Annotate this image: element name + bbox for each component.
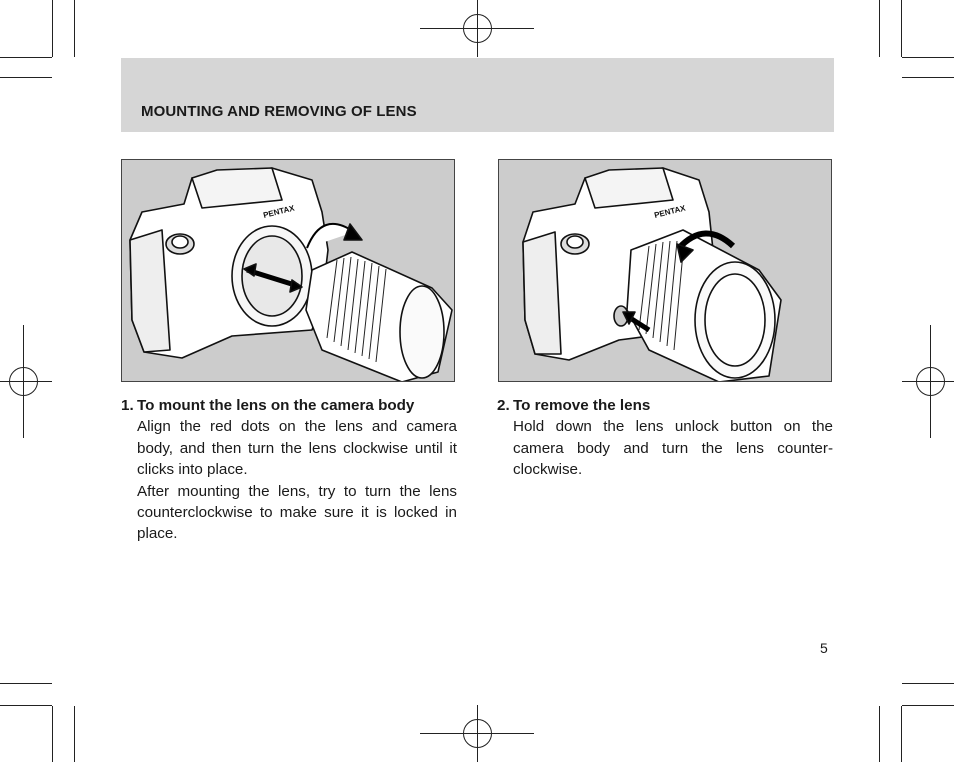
section-header-band: MOUNTING AND REMOVING OF LENS (121, 58, 834, 132)
step-heading: 1. To mount the lens on the camera body (121, 395, 457, 416)
step-body: Align the red dots on the lens and camer… (121, 416, 457, 544)
figure-remove-lens: PENTAX (498, 159, 832, 382)
step-mount-lens: 1. To mount the lens on the camera body … (121, 395, 457, 545)
figure-mount-lens: PENTAX (121, 159, 455, 382)
step-heading: 2. To remove the lens (497, 395, 833, 416)
page-number: 5 (820, 640, 828, 656)
step-number: 2. (497, 397, 510, 414)
camera-remove-illustration: PENTAX (522, 167, 782, 381)
step-paragraph: Hold down the lens unlock button on the … (513, 418, 833, 479)
step-body: Hold down the lens unlock button on the … (497, 416, 833, 480)
step-remove-lens: 2. To remove the lens Hold down the lens… (497, 395, 833, 481)
step-number: 1. (121, 397, 134, 414)
step-title: To mount the lens on the camera body (137, 397, 415, 414)
camera-mount-illustration: PENTAX (129, 167, 453, 381)
step-title: To remove the lens (513, 397, 651, 414)
step-paragraph: After mounting the lens, try to turn the… (137, 482, 457, 543)
step-paragraph: Align the red dots on the lens and camer… (137, 418, 457, 479)
section-title: MOUNTING AND REMOVING OF LENS (141, 103, 417, 120)
